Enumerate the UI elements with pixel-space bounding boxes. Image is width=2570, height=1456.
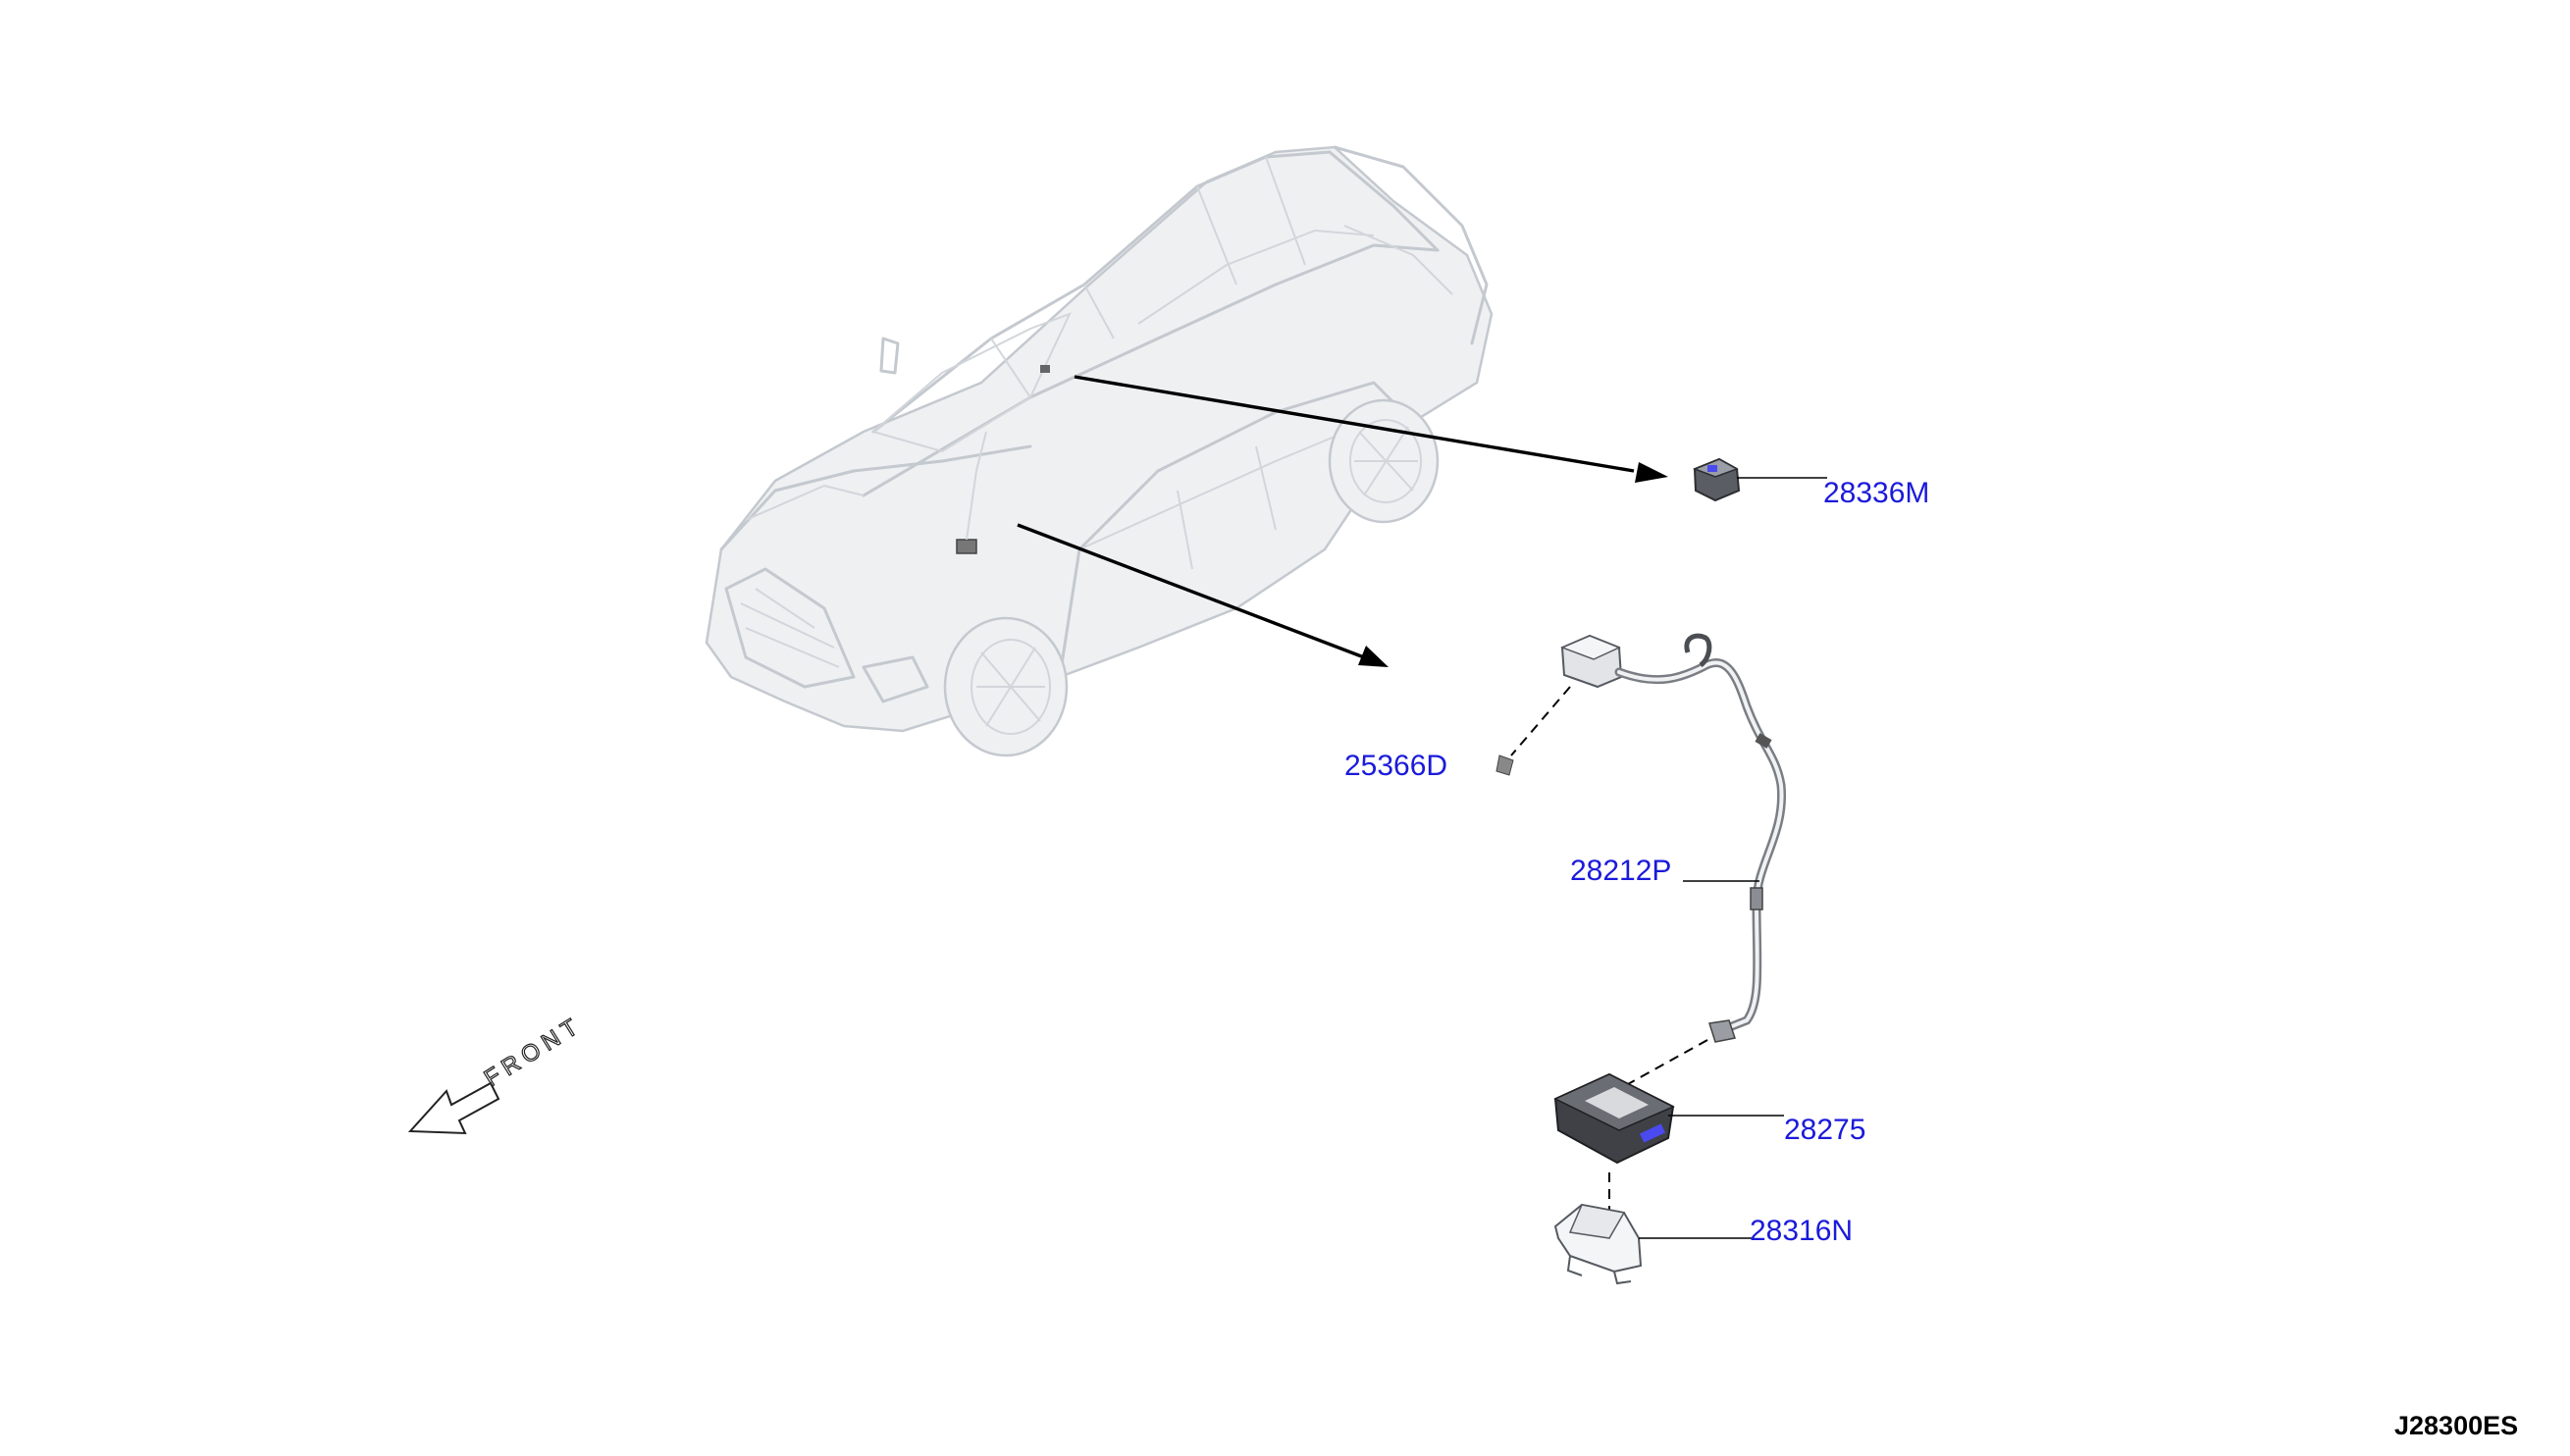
- part-label-25366D: 25366D: [1344, 750, 1447, 782]
- bracket-component: [1553, 1172, 1752, 1285]
- antenna-component: [1692, 457, 1827, 502]
- arrow-head-unit: [1358, 646, 1389, 667]
- part-label-28316N: 28316N: [1750, 1215, 1853, 1247]
- control-unit-component: [1553, 1039, 1784, 1165]
- part-label-28212P: 28212P: [1570, 855, 1671, 887]
- unit-location-mark: [956, 539, 977, 554]
- diagram-code: J28300ES: [2394, 1411, 2518, 1440]
- part-label-28275: 28275: [1784, 1114, 1865, 1146]
- callout-arrows: [1017, 375, 1668, 667]
- front-label: FRONT: [480, 1011, 588, 1092]
- connector-component: [1495, 634, 1623, 776]
- front-direction-indicator: FRONT: [407, 1011, 588, 1135]
- antenna-location-mark: [1040, 365, 1050, 373]
- cable-harness-component: [1614, 633, 1787, 1043]
- part-label-28336M: 28336M: [1823, 477, 1929, 509]
- vehicle-illustration: [705, 145, 1494, 757]
- front-arrow-icon: [407, 1081, 500, 1135]
- arrow-head-antenna: [1635, 462, 1668, 483]
